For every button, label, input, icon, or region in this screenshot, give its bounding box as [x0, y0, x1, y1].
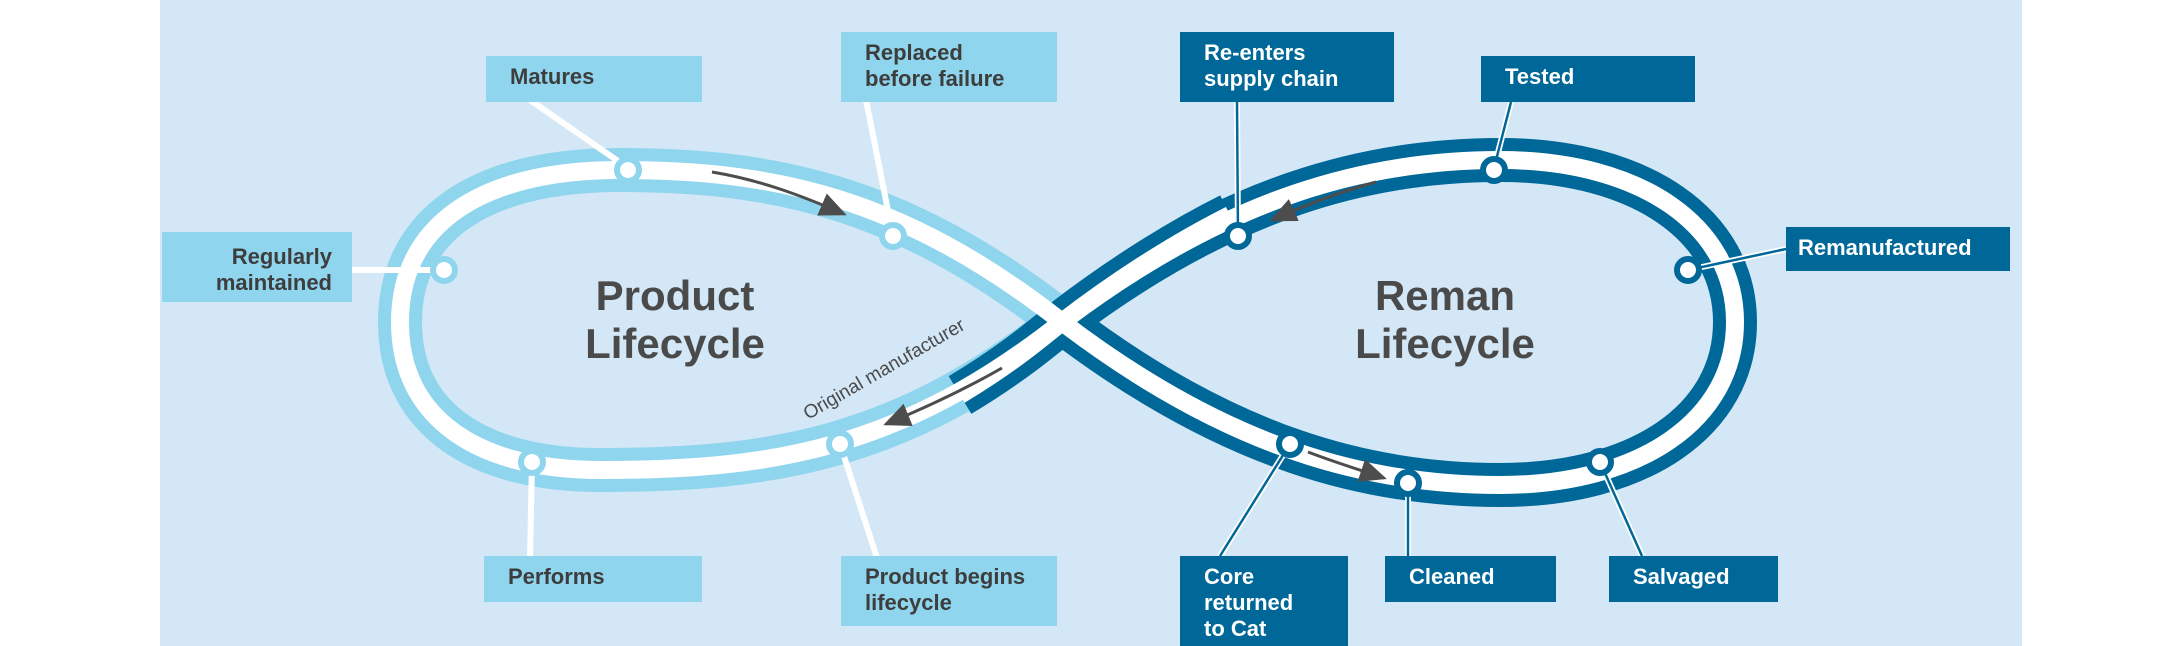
node-begins: [826, 430, 854, 458]
crossing-track: [955, 206, 1235, 403]
node-salvaged: [1586, 448, 1614, 476]
stage-label-reenters: Re-enters supply chain: [1180, 32, 1394, 102]
node-remanufactured: [1674, 256, 1702, 284]
arrow-bottom-right: [1307, 450, 1387, 482]
stage-label-core-returned: Core returned to Cat: [1180, 556, 1348, 646]
arrow-top-left: [711, 170, 847, 216]
node-core-returned: [1276, 430, 1304, 458]
stage-label-cleaned: Cleaned: [1385, 556, 1556, 602]
node-tested: [1480, 156, 1508, 184]
node-cleaned: [1394, 469, 1422, 497]
node-performs: [518, 448, 546, 476]
stage-label-tested: Tested: [1481, 56, 1695, 102]
direction-arrows: [711, 170, 1387, 482]
arrow-bottom-left: [883, 366, 1003, 426]
reman-lifecycle-title: Reman Lifecycle: [1355, 272, 1535, 367]
stage-label-performs: Performs: [484, 556, 702, 602]
stage-label-replaced: Replaced before failure: [841, 32, 1057, 102]
stage-nodes: [430, 156, 1702, 497]
node-replaced: [879, 222, 907, 250]
node-maintained: [430, 256, 458, 284]
stage-label-salvaged: Salvaged: [1609, 556, 1778, 602]
stage-label-matures: Matures: [486, 56, 702, 102]
product-lifecycle-title: Product Lifecycle: [585, 272, 765, 367]
arrow-top-right: [1269, 180, 1377, 222]
stage-label-maintained: Regularly maintained: [162, 232, 352, 302]
node-reenters: [1224, 222, 1252, 250]
stage-label-begins: Product begins lifecycle: [841, 556, 1057, 626]
product-track: [390, 160, 1062, 480]
stage-label-remanufactured: Remanufactured: [1786, 227, 2010, 271]
node-matures: [614, 156, 642, 184]
